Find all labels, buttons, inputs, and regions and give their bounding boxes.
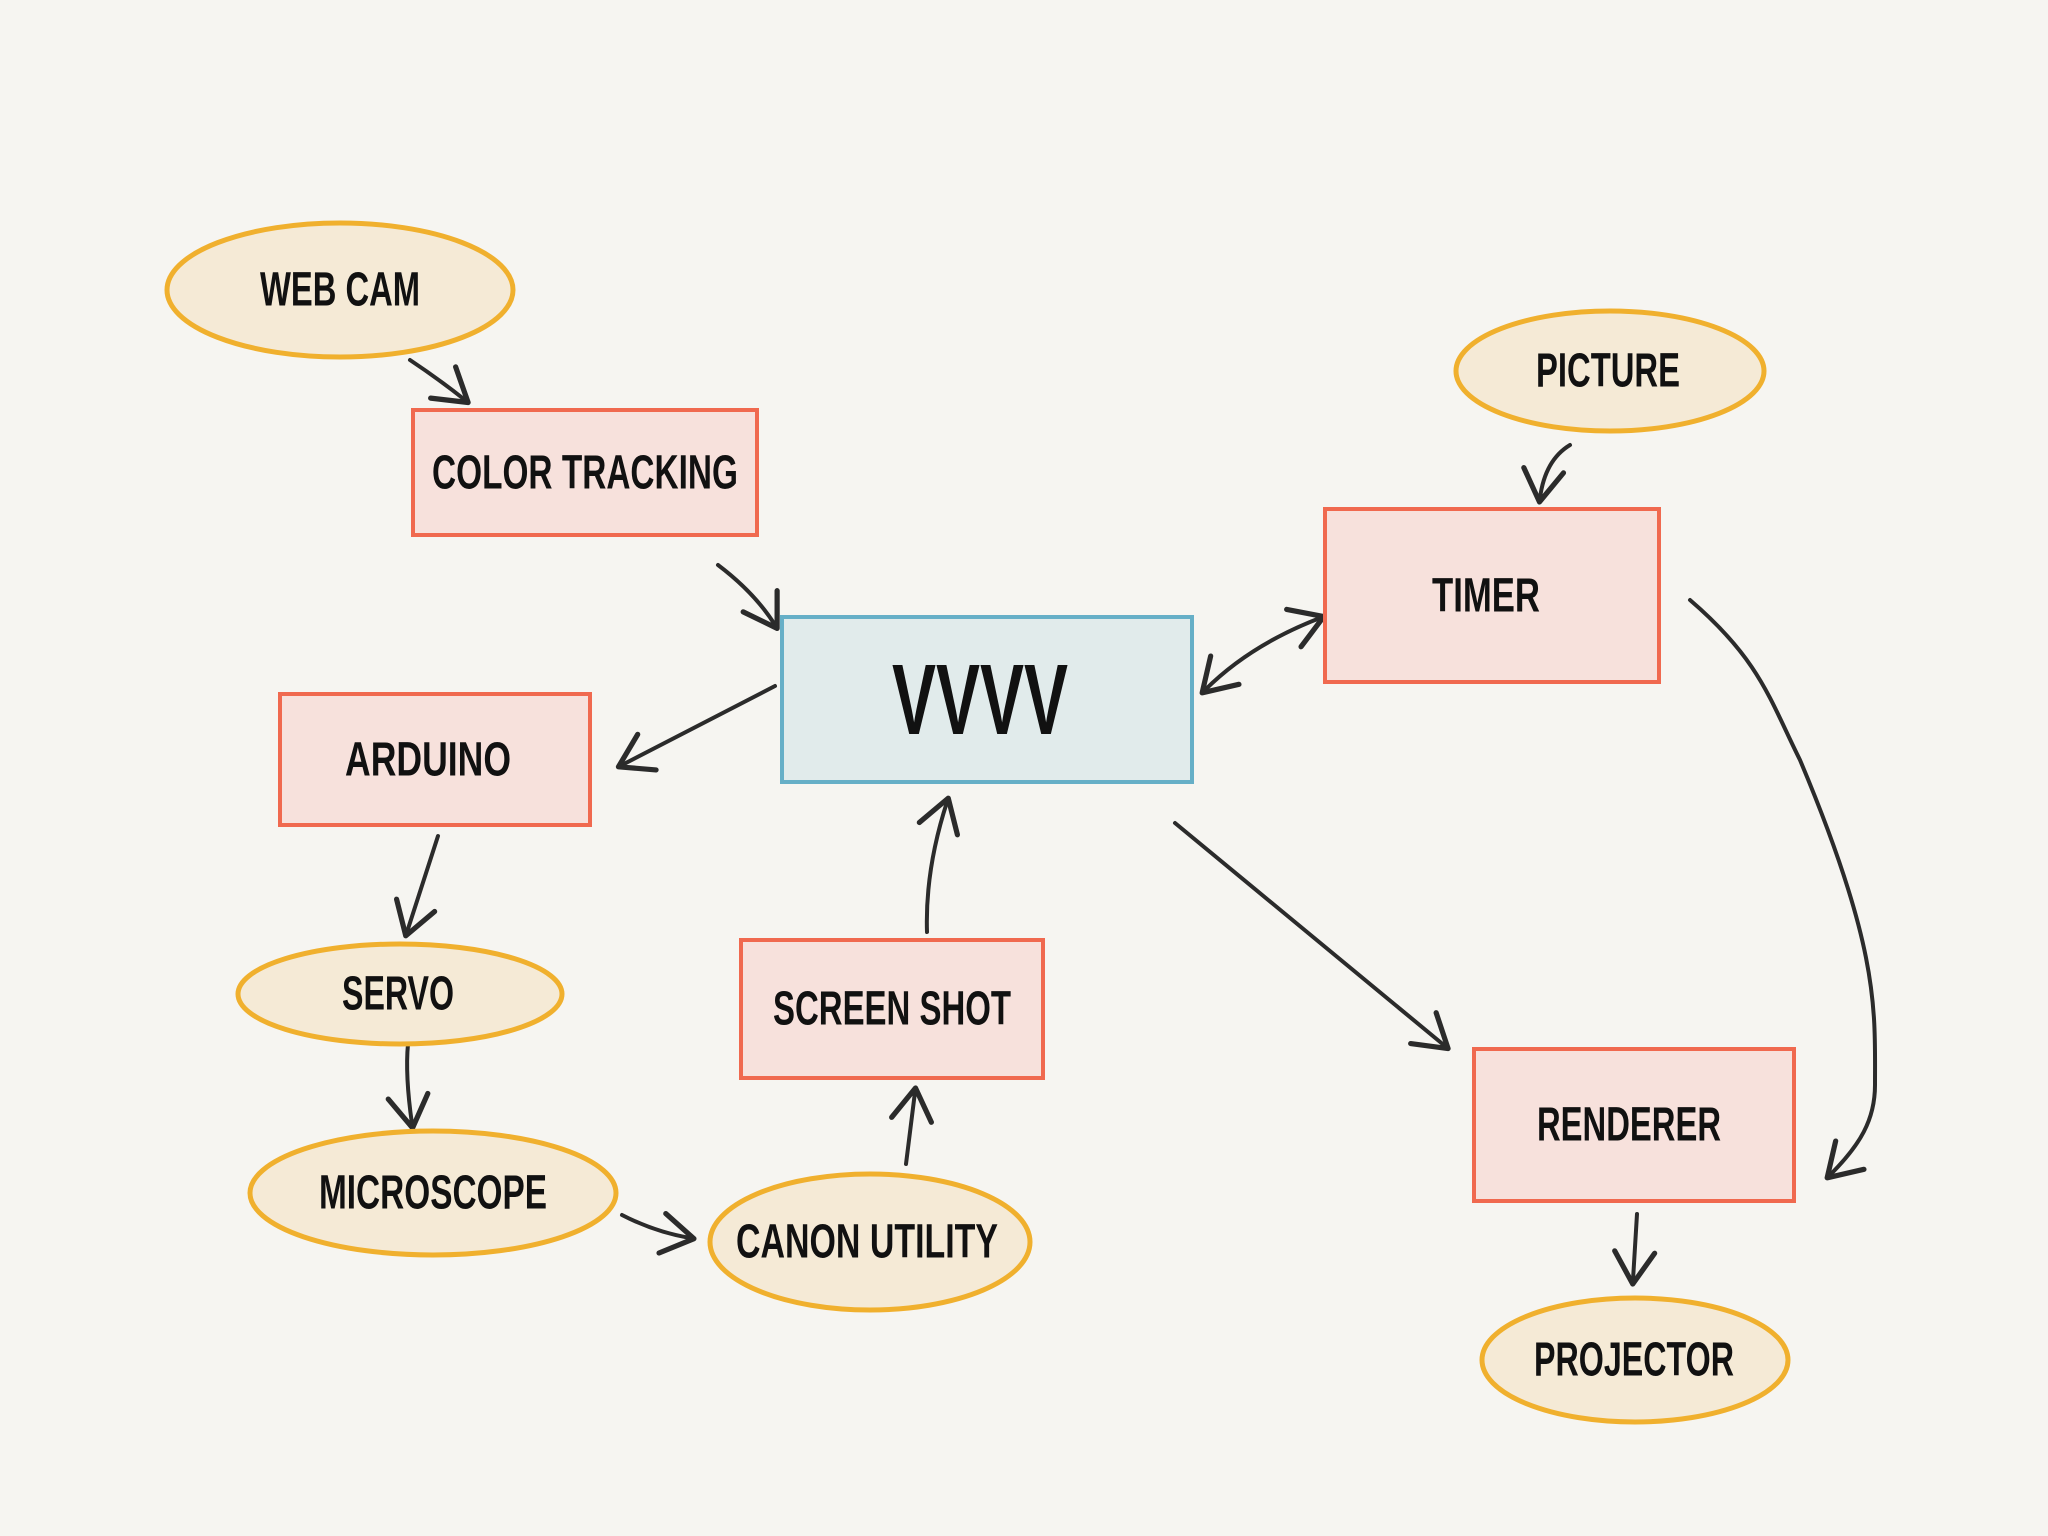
node-picture-label: PICTURE: [1536, 345, 1680, 398]
node-arduino-label: ARDUINO: [345, 734, 511, 787]
edge-picture-to-timer: [1521, 443, 1572, 505]
edge-renderer-to-projector: [1612, 1212, 1658, 1287]
edge-arduino-to-servo: [393, 834, 440, 939]
edge-color-tracking-to-www: [716, 563, 780, 631]
node-canon-utility-label: CANON UTILITY: [736, 1216, 998, 1269]
edge-screen-shot-to-www: [916, 795, 961, 934]
edge-canon-utility-to-screen-shot: [889, 1085, 934, 1166]
edge-microscope-to-canon-utility: [620, 1210, 697, 1256]
node-picture[interactable]: PICTURE: [1453, 308, 1767, 434]
node-color-tracking[interactable]: COLOR TRACKING: [411, 408, 759, 537]
node-servo[interactable]: SERVO: [235, 941, 565, 1047]
node-renderer-label: RENDERER: [1537, 1099, 1721, 1152]
node-screen-shot[interactable]: SCREEN SHOT: [739, 938, 1045, 1080]
node-microscope-label: MICROSCOPE: [319, 1167, 547, 1220]
node-screen-shot-label: SCREEN SHOT: [773, 983, 1011, 1036]
node-timer-label: TIMER: [1432, 570, 1540, 623]
node-projector-label: PROJECTOR: [1534, 1334, 1734, 1387]
edge-www-to-renderer: [1173, 821, 1451, 1052]
node-projector[interactable]: PROJECTOR: [1479, 1295, 1791, 1425]
node-webcam[interactable]: WEB CAM: [164, 220, 516, 360]
node-arduino[interactable]: ARDUINO: [278, 692, 592, 827]
edge-www-to-arduino: [615, 684, 777, 773]
node-microscope[interactable]: MICROSCOPE: [247, 1128, 619, 1258]
edge-webcam-to-color-tracking: [408, 358, 471, 406]
node-timer[interactable]: TIMER: [1323, 507, 1661, 684]
node-www[interactable]: VVVV: [780, 615, 1194, 784]
node-webcam-label: WEB CAM: [260, 264, 420, 317]
node-www-label: VVVV: [892, 644, 1068, 756]
node-servo-label: SERVO: [342, 968, 454, 1021]
node-canon-utility[interactable]: CANON UTILITY: [707, 1171, 1033, 1313]
edge-www-timer-bidirectional: [1199, 606, 1327, 696]
node-renderer[interactable]: RENDERER: [1472, 1047, 1796, 1203]
edge-servo-to-microscope: [385, 1042, 431, 1131]
edge-timer-to-renderer: [1688, 598, 1878, 1181]
edges: [385, 358, 1878, 1287]
node-color-tracking-label: COLOR TRACKING: [432, 447, 738, 500]
